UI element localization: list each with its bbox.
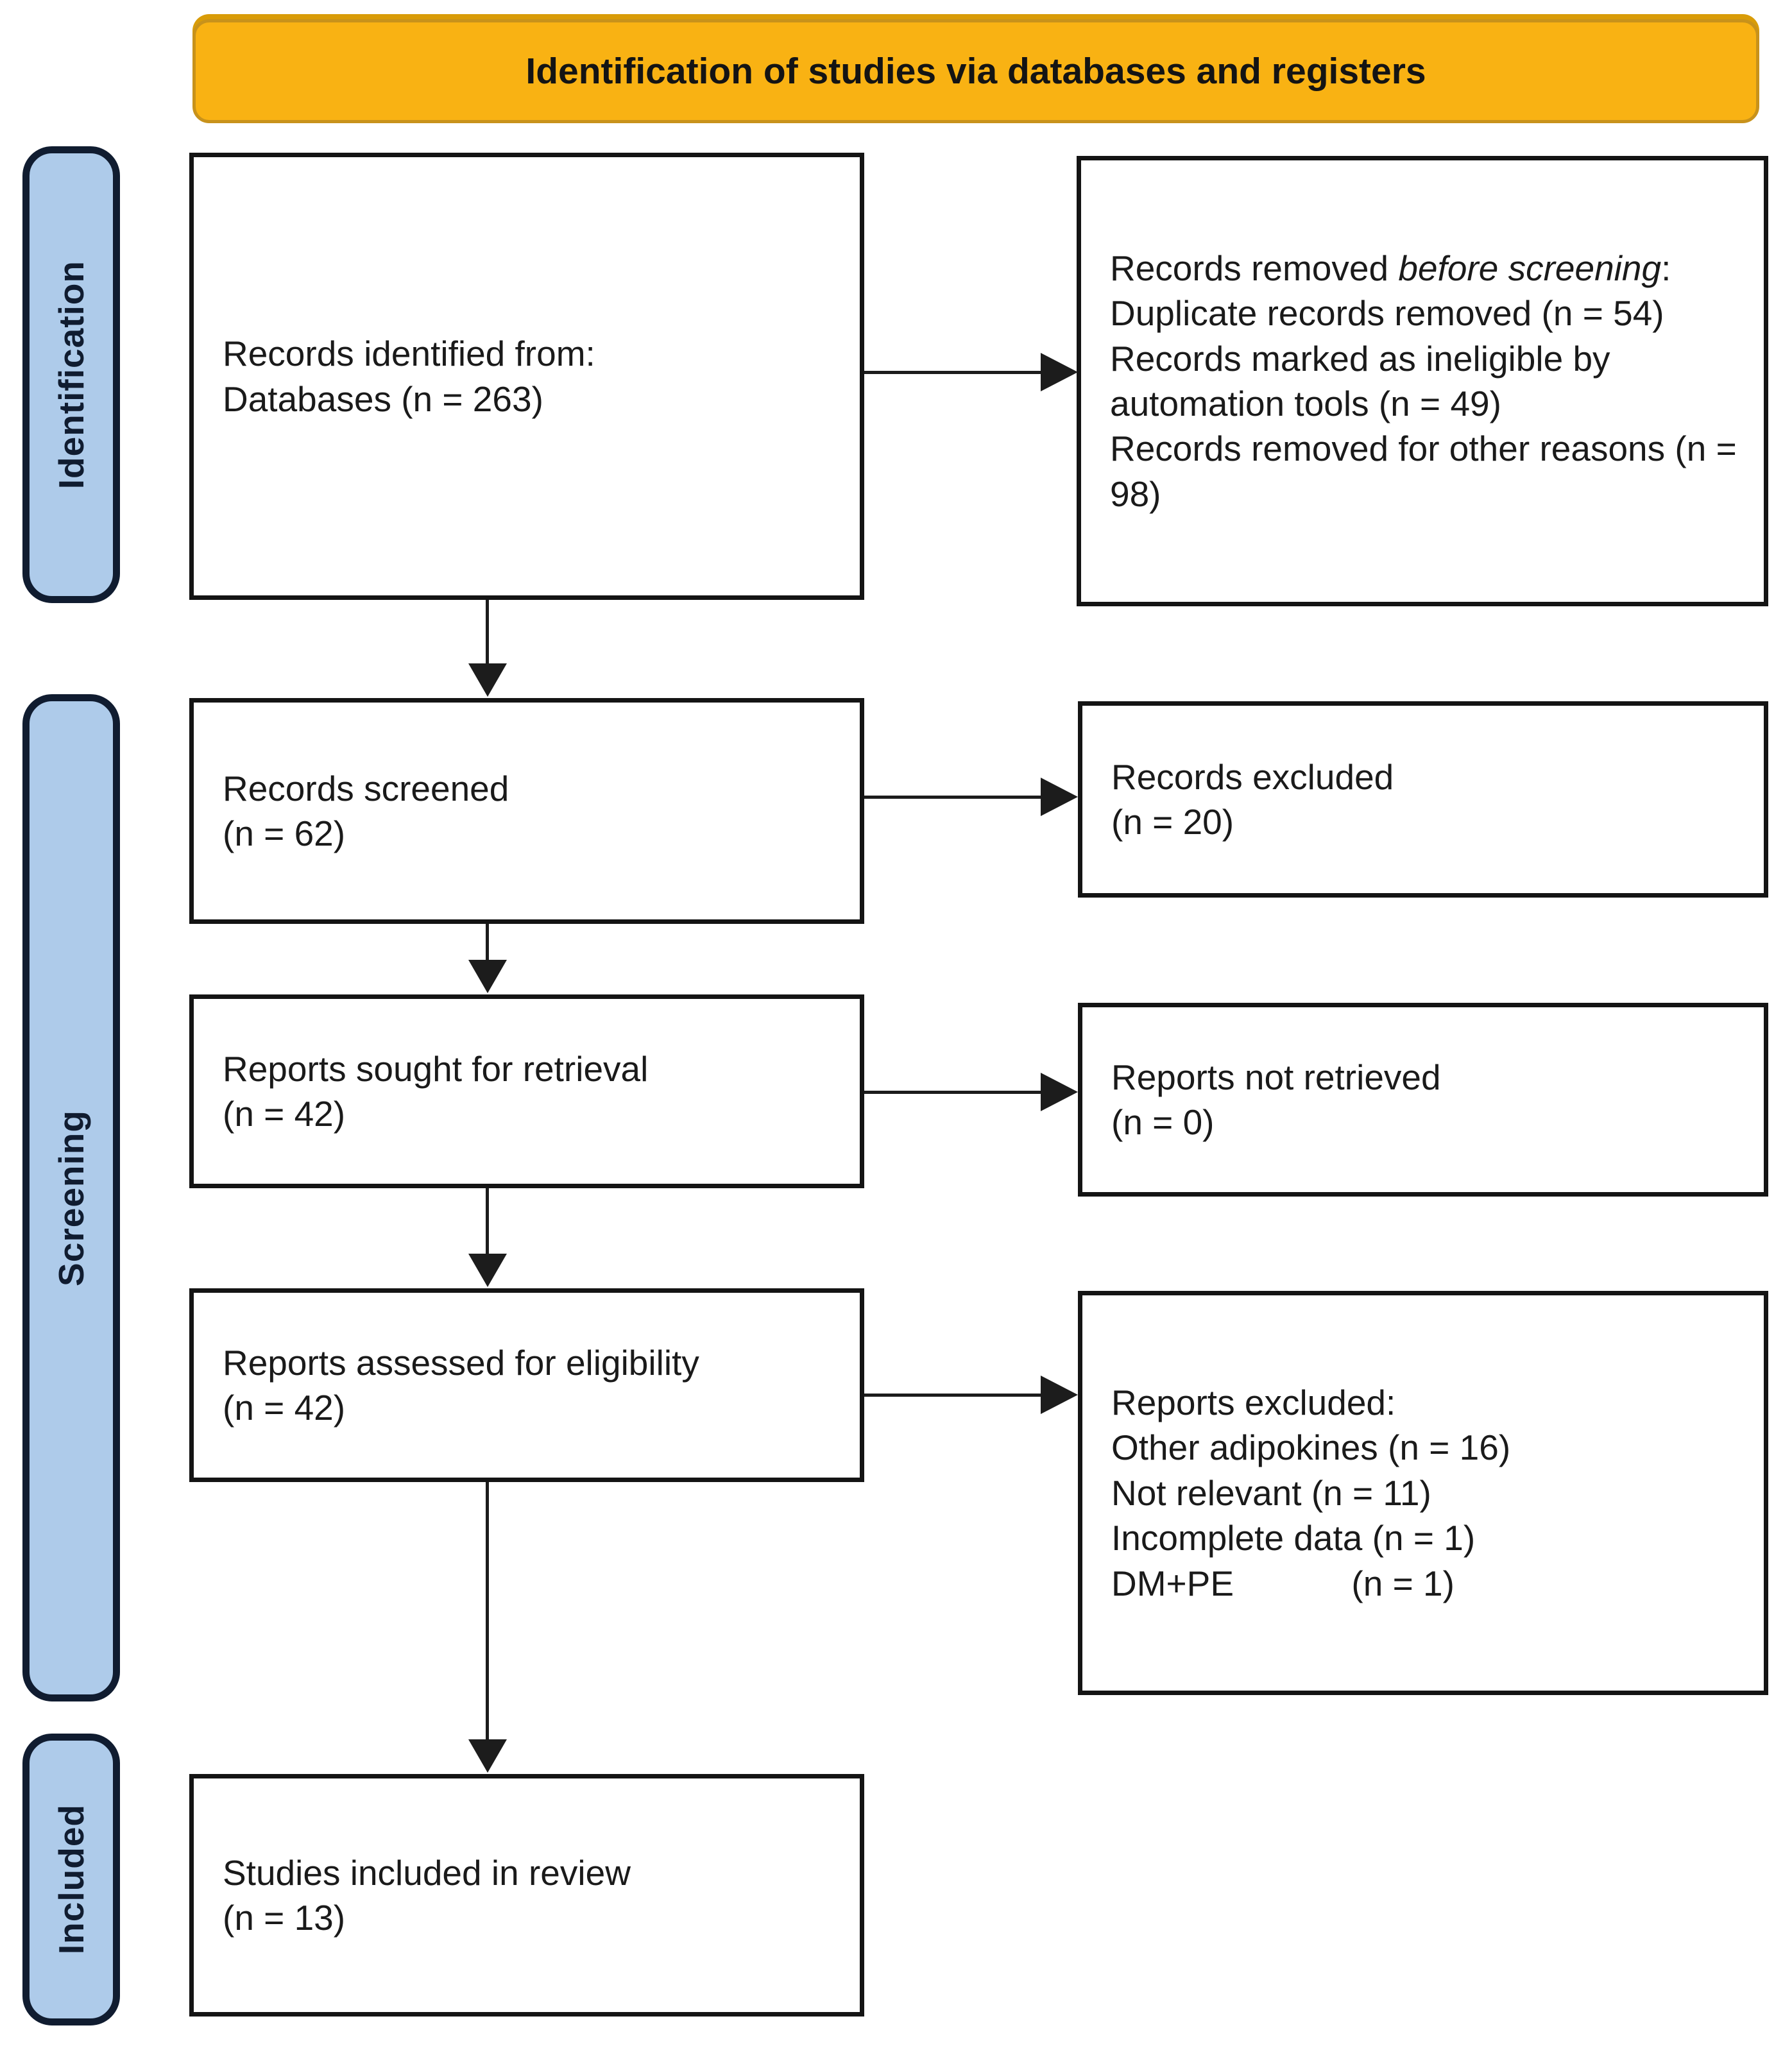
records-removed-item-duplicates: Duplicate records removed (n = 54) [1110, 293, 1664, 334]
stage-included-label: Included [51, 1804, 91, 1955]
records-removed-intro: Records removed before screening: [1081, 246, 1764, 291]
reports-not-retrieved-line1: Reports not retrieved [1111, 1057, 1441, 1097]
reports-sought-line1: Reports sought for retrieval [223, 1048, 649, 1089]
arrow-screened-to-excluded-line [864, 796, 1047, 799]
studies-included-line2: (n = 13) [223, 1898, 346, 1938]
arrow-screened-to-excluded-head [1041, 778, 1078, 816]
arrow-identified-to-screened-line [486, 600, 489, 669]
records-removed-item-automation: Records marked as ineligible by automati… [1110, 338, 1610, 423]
box-studies-included: Studies included in review (n = 13) [189, 1774, 864, 2017]
box-reports-not-retrieved: Reports not retrieved (n = 0) [1078, 1003, 1768, 1197]
records-screened-line2: (n = 62) [223, 814, 346, 853]
records-removed-intro-colon: : [1661, 248, 1671, 288]
records-identified-line1: Records identified from: [223, 334, 595, 374]
reports-not-retrieved-line2: (n = 0) [1111, 1102, 1215, 1142]
box-reports-assessed: Reports assessed for eligibility (n = 42… [189, 1288, 864, 1482]
box-reports-sought: Reports sought for retrieval (n = 42) [189, 994, 864, 1188]
arrow-sought-to-assessed-line [486, 1188, 489, 1259]
stage-screening: Screening [22, 694, 120, 1701]
reports-sought-line2: (n = 42) [223, 1094, 346, 1134]
studies-included-line1: Studies included in review [223, 1852, 631, 1893]
records-screened-line1: Records screened [223, 768, 509, 808]
reports-excluded-item-not-relevant: Not relevant (n = 11) [1111, 1472, 1431, 1513]
records-removed-intro-plain: Records removed [1110, 248, 1399, 288]
arrow-screened-to-sought-line [486, 924, 489, 966]
reports-excluded-intro: Reports excluded: [1111, 1383, 1396, 1423]
header-title: Identification of studies via databases … [525, 51, 1426, 92]
reports-excluded-item-incomplete: Incomplete data (n = 1) [1111, 1518, 1476, 1558]
box-records-excluded: Records excluded (n = 20) [1078, 701, 1768, 898]
arrow-identified-to-removed-head [1041, 353, 1078, 391]
arrow-identified-to-screened-head [468, 663, 507, 697]
arrow-assessed-to-excluded-head [1041, 1376, 1078, 1414]
arrow-assessed-to-included-head [468, 1739, 507, 1773]
reports-excluded-item-adipokines: Other adipokines (n = 16) [1111, 1428, 1511, 1468]
arrow-sought-to-assessed-head [468, 1254, 507, 1287]
records-identified-line2: Databases (n = 263) [223, 379, 543, 419]
arrow-sought-to-not-retrieved-head [1041, 1073, 1078, 1111]
arrow-identified-to-removed-line [864, 371, 1047, 374]
records-excluded-line2: (n = 20) [1111, 802, 1234, 842]
stage-included: Included [22, 1734, 120, 2025]
records-removed-intro-italic: before screening [1398, 248, 1662, 288]
arrow-assessed-to-excluded-line [864, 1394, 1047, 1397]
reports-excluded-item-dmpe: DM+PE (n = 1) [1111, 1563, 1455, 1603]
records-excluded-line1: Records excluded [1111, 756, 1394, 797]
reports-assessed-line2: (n = 42) [223, 1388, 346, 1428]
arrow-sought-to-not-retrieved-line [864, 1091, 1047, 1094]
stage-identification: Identification [22, 146, 120, 603]
stage-screening-label: Screening [51, 1109, 91, 1286]
header-banner: Identification of studies via databases … [192, 19, 1759, 123]
reports-assessed-line1: Reports assessed for eligibility [223, 1342, 699, 1383]
box-records-identified: Records identified from: Databases (n = … [189, 153, 864, 600]
arrow-assessed-to-included-line [486, 1482, 489, 1744]
box-records-removed: Records removed before screening: Duplic… [1077, 156, 1768, 606]
box-records-screened: Records screened (n = 62) [189, 698, 864, 924]
arrow-screened-to-sought-head [468, 960, 507, 993]
stage-identification-label: Identification [51, 260, 91, 490]
records-removed-item-other: Records removed for other reasons (n = 9… [1110, 429, 1737, 514]
box-reports-excluded: Reports excluded: Other adipokines (n = … [1078, 1291, 1768, 1695]
